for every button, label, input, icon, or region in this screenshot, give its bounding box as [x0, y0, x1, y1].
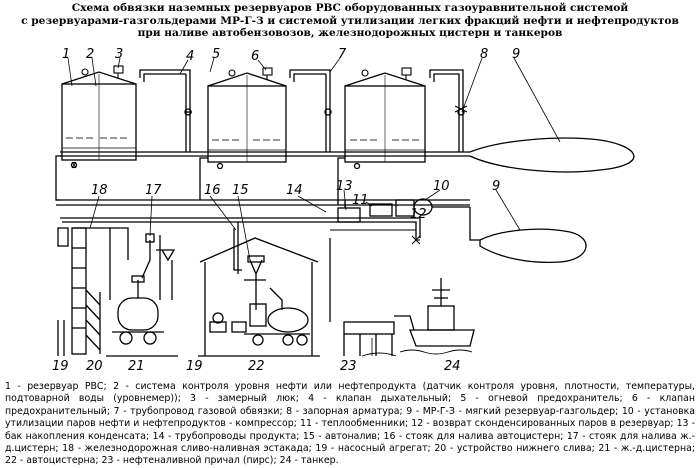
- callout-3: 3: [115, 47, 123, 62]
- legend-text: 1 - резервуар РВС; 2 - система контроля …: [5, 381, 695, 467]
- callout-16: 16: [204, 183, 221, 198]
- vapor-utilization-unit: [330, 198, 587, 264]
- breathing-valves: [81, 65, 412, 80]
- callout-22: 22: [248, 359, 265, 374]
- pier-and-tanker: [329, 238, 475, 357]
- callout-9a: 9: [512, 47, 520, 62]
- tank-3: [344, 72, 426, 163]
- callout-1: 1: [62, 47, 70, 62]
- title-line-3: при наливе автобензовозов, железнодорожн…: [137, 27, 563, 40]
- product-pipelines: [56, 199, 470, 238]
- gas-pipeline: [60, 69, 635, 173]
- callout-leaders: [67, 57, 561, 356]
- callout-7: 7: [338, 47, 347, 62]
- railway-tank-car: [112, 275, 164, 345]
- callout-15: 15: [232, 183, 249, 198]
- callout-6: 6: [251, 49, 259, 64]
- callout-14: 14: [286, 183, 303, 198]
- tank-2: [207, 72, 287, 163]
- callout-9b: 9: [492, 179, 500, 194]
- callout-19b: 19: [186, 359, 203, 374]
- callout-12: 12: [410, 207, 427, 222]
- callout-21: 21: [128, 359, 145, 374]
- callout-4: 4: [186, 49, 194, 64]
- railway-rack: [71, 227, 178, 357]
- callout-5: 5: [212, 47, 220, 62]
- callout-2: 2: [86, 47, 94, 62]
- callout-8: 8: [480, 47, 488, 62]
- callout-23: 23: [340, 359, 357, 374]
- truck-loading-shelter: [198, 222, 320, 357]
- callout-17: 17: [145, 183, 162, 198]
- callout-numbers: 1 2 3 4 5 6 7 8 9 9 10 11 12 13 14 15 16…: [52, 47, 520, 374]
- callout-18: 18: [91, 183, 108, 198]
- callout-19a: 19: [52, 359, 69, 374]
- diagram-title: Схема обвязки наземных резервуаров РВС о…: [0, 2, 700, 40]
- title-line-1: Схема обвязки наземных резервуаров РВС о…: [71, 2, 629, 14]
- callout-20: 20: [86, 359, 103, 374]
- tank-truck: [244, 303, 310, 346]
- title-line-2: с резервуарами-газгольдерами МР-Г-З и си…: [21, 14, 679, 27]
- callout-24: 24: [444, 359, 461, 374]
- scheme-drawing: 1 2 3 4 5 6 7 8 9 9 10 11 12 13 14 15 16…: [52, 47, 635, 374]
- pump-units: [57, 227, 247, 356]
- callout-11: 11: [352, 193, 369, 208]
- callout-13: 13: [336, 179, 353, 194]
- tank-1: [61, 71, 137, 161]
- callout-10: 10: [433, 179, 450, 194]
